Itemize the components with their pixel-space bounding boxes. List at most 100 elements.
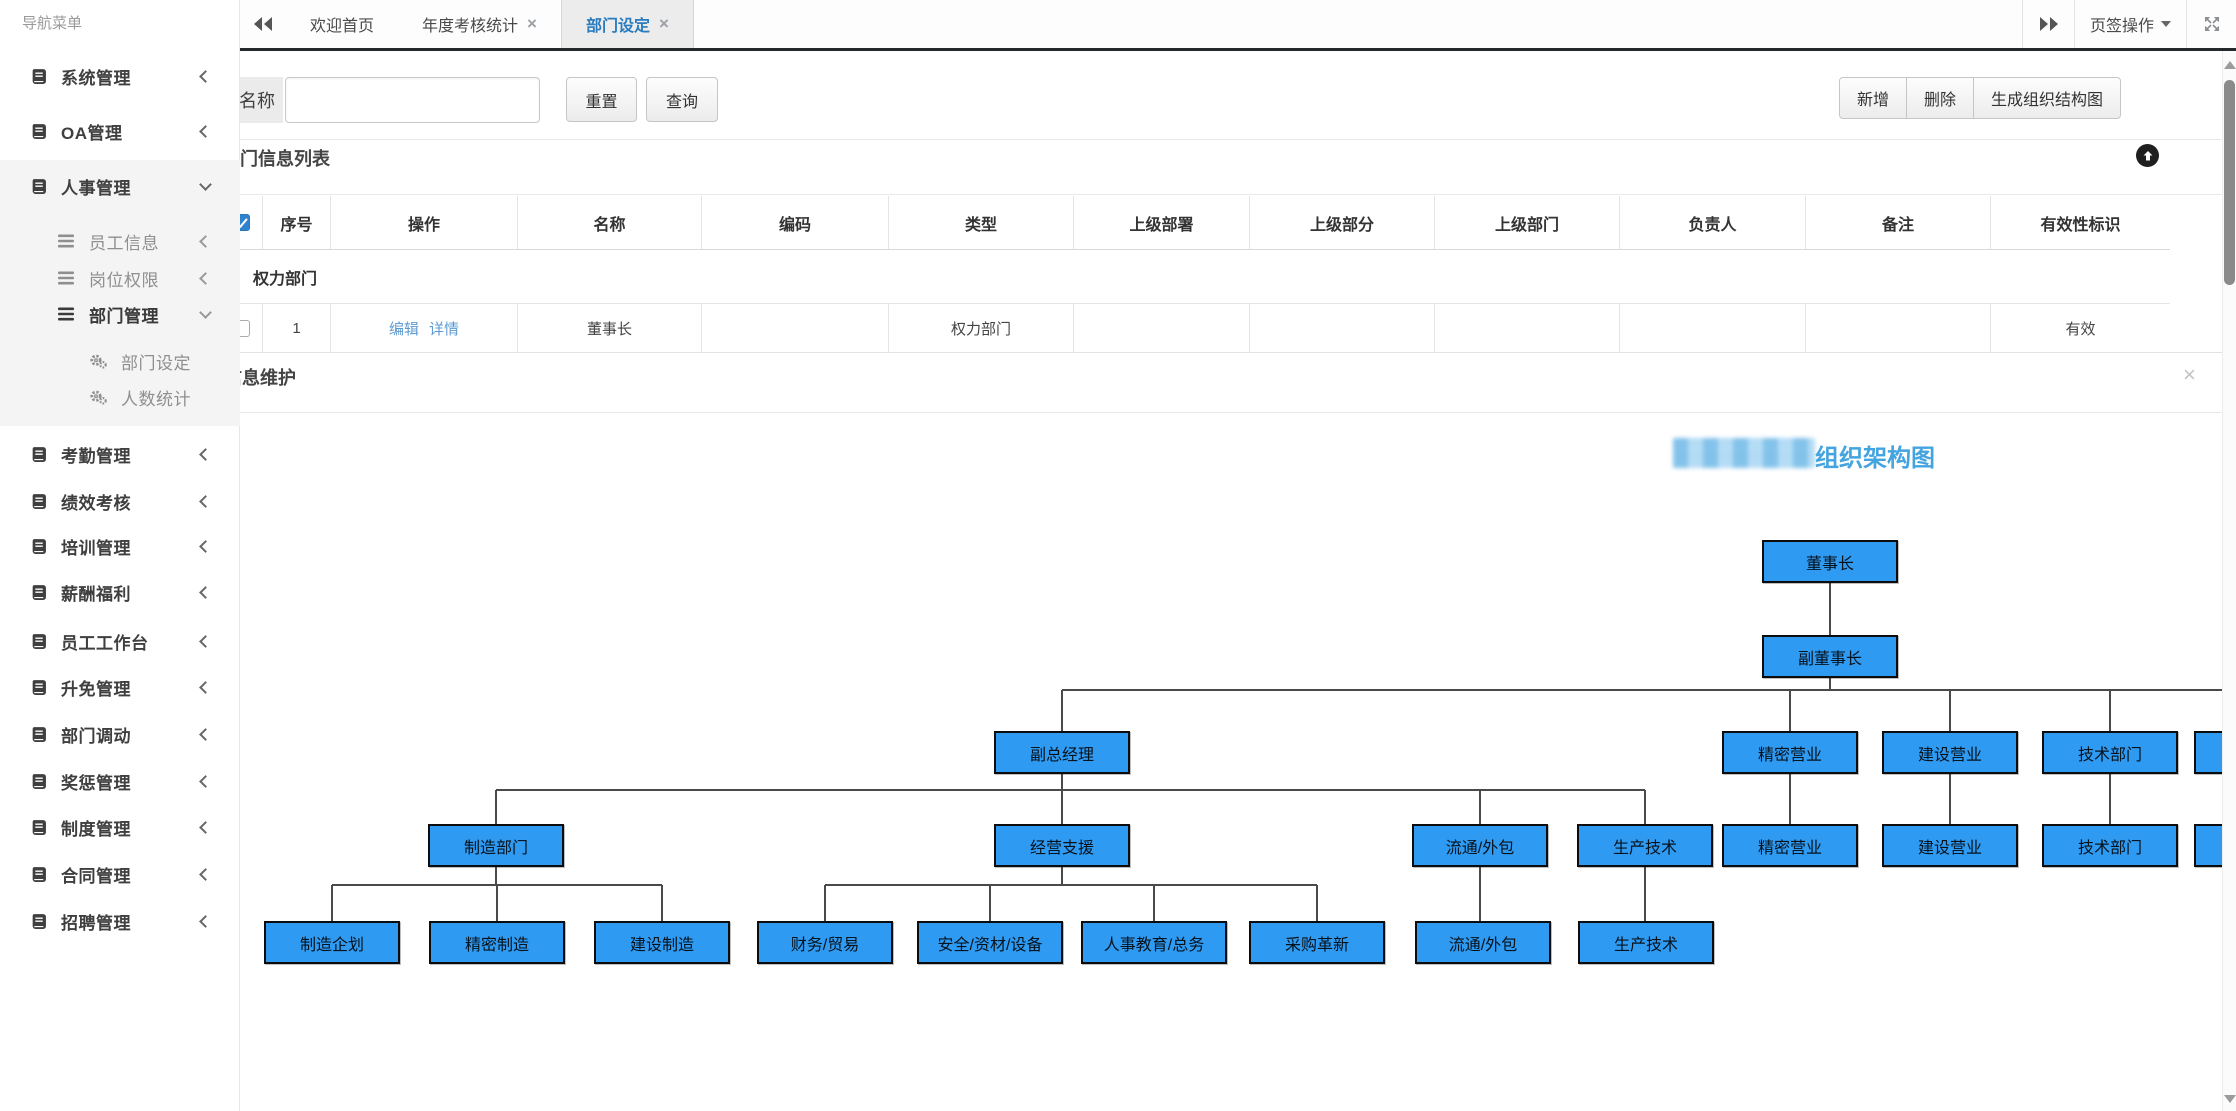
column-header-类型: 类型 bbox=[889, 196, 1074, 249]
tab-部门设定[interactable]: 部门设定× bbox=[560, 0, 694, 48]
book-icon bbox=[28, 68, 48, 85]
chevron-left-icon bbox=[199, 634, 212, 648]
cell-上级部门 bbox=[1435, 304, 1620, 352]
org-node-精密营业: 精密营业 bbox=[1722, 824, 1858, 867]
org-node-制造部门: 制造部门 bbox=[428, 824, 564, 867]
sidebar-item-label: 员工信息 bbox=[89, 233, 159, 253]
add-button[interactable]: 新增 bbox=[1840, 78, 1906, 118]
scrollbar-up-arrow-icon[interactable] bbox=[2224, 61, 2236, 69]
sidebar-item-部门调动[interactable]: 部门调动 bbox=[0, 716, 240, 752]
sidebar-item-label: 人数统计 bbox=[121, 389, 191, 409]
generate-org-chart-button[interactable]: 生成组织结构图 bbox=[1973, 78, 2120, 118]
sidebar-title: 导航菜单 bbox=[22, 15, 83, 32]
column-header-负责人: 负责人 bbox=[1620, 196, 1806, 249]
column-header-上级部署: 上级部署 bbox=[1074, 196, 1250, 249]
cell-名称: 董事长 bbox=[518, 304, 702, 352]
chevron-left-icon bbox=[199, 820, 212, 834]
sidebar-open-group-background bbox=[0, 160, 240, 426]
tab-label: 欢迎首页 bbox=[310, 18, 375, 35]
sidebar-item-label: 部门管理 bbox=[89, 306, 159, 326]
tab-label: 年度考核统计 bbox=[422, 18, 519, 35]
bars-icon bbox=[56, 234, 76, 248]
org-node-安全/资材/设备: 安全/资材/设备 bbox=[917, 921, 1063, 964]
详情-link[interactable]: 详情 bbox=[429, 320, 460, 338]
sidebar-item-label: 部门调动 bbox=[61, 726, 131, 746]
org-node-精密营业: 精密营业 bbox=[1722, 731, 1858, 774]
sidebar-item-制度管理[interactable]: 制度管理 bbox=[0, 809, 240, 845]
sidebar-item-考勤管理[interactable]: 考勤管理 bbox=[0, 436, 240, 472]
tab-close-icon[interactable]: × bbox=[527, 14, 537, 33]
sidebar-item-员工信息[interactable]: 员工信息 bbox=[0, 223, 240, 259]
fullscreen-button[interactable] bbox=[2186, 0, 2236, 48]
tab-operations-label: 页签操作 bbox=[2089, 18, 2154, 35]
tab-欢迎首页[interactable]: 欢迎首页 bbox=[286, 0, 398, 48]
vertical-scrollbar[interactable] bbox=[2222, 51, 2236, 1111]
book-icon bbox=[28, 913, 48, 930]
tabs-scroll-left-button[interactable] bbox=[240, 0, 286, 48]
column-header-上级部分: 上级部分 bbox=[1250, 196, 1435, 249]
sidebar: 导航菜单 系统管理 OA管理人事管理员工信息岗位权限部门管理部门设定人数统计考勤管… bbox=[0, 0, 240, 1111]
tab-年度考核统计[interactable]: 年度考核统计 × bbox=[398, 0, 561, 48]
cell-上级部分 bbox=[1250, 304, 1435, 352]
sidebar-item-奖惩管理[interactable]: 奖惩管理 bbox=[0, 763, 240, 799]
tab-close-icon[interactable]: × bbox=[658, 14, 669, 33]
org-chart-title: 组织架构图 bbox=[1815, 445, 1935, 472]
tabs-scroll-right-button[interactable] bbox=[2022, 0, 2074, 48]
org-node-生产技术: 生产技术 bbox=[1577, 824, 1713, 867]
arrow-up-circle-icon bbox=[2143, 150, 2152, 160]
org-node-副董事长: 副董事长 bbox=[1762, 635, 1898, 678]
sidebar-item-薪酬福利[interactable]: 薪酬福利 bbox=[0, 574, 240, 610]
tabbar-right-controls: 页签操作 bbox=[2022, 0, 2236, 48]
double-chevron-left-icon bbox=[254, 17, 272, 31]
sidebar-item-合同管理[interactable]: 合同管理 bbox=[0, 856, 240, 892]
sidebar-item-label: 合同管理 bbox=[61, 866, 131, 886]
chevron-left-icon bbox=[199, 867, 212, 881]
scrollbar-thumb[interactable] bbox=[2224, 80, 2235, 285]
caret-down-icon bbox=[2161, 21, 2171, 27]
reset-button[interactable]: 重置 bbox=[566, 77, 637, 122]
sidebar-item-label: 绩效考核 bbox=[61, 493, 131, 513]
tab-operations-dropdown[interactable]: 页签操作 bbox=[2074, 0, 2186, 48]
sidebar-item-绩效考核[interactable]: 绩效考核 bbox=[0, 483, 240, 519]
sidebar-item-岗位权限[interactable]: 岗位权限 bbox=[0, 260, 240, 296]
sidebar-item-OA管理[interactable]: OA管理 bbox=[0, 113, 240, 149]
sidebar-item-升免管理[interactable]: 升免管理 bbox=[0, 669, 240, 705]
sidebar-item-系统管理[interactable]: 系统管理 bbox=[0, 58, 240, 94]
column-header-编码: 编码 bbox=[702, 196, 889, 249]
double-chevron-right-icon bbox=[2039, 17, 2058, 31]
org-node-制造企划: 制造企划 bbox=[264, 921, 400, 964]
sidebar-item-人事管理[interactable]: 人事管理 bbox=[0, 168, 240, 204]
sidebar-item-部门管理[interactable]: 部门管理 bbox=[0, 296, 240, 332]
query-button[interactable]: 查询 bbox=[646, 77, 718, 122]
sidebar-item-部门设定[interactable]: 部门设定 bbox=[0, 343, 240, 379]
sidebar-item-label: 奖惩管理 bbox=[61, 773, 131, 793]
org-node-建设营业: 建设营业 bbox=[1882, 824, 2018, 867]
sidebar-item-label: OA管理 bbox=[61, 123, 123, 143]
cell-类型: 权力部门 bbox=[889, 304, 1074, 352]
sidebar-item-员工工作台[interactable]: 员工工作台 bbox=[0, 623, 240, 659]
close-icon[interactable]: × bbox=[2183, 362, 2196, 387]
chevron-left-icon bbox=[199, 774, 212, 788]
sidebar-item-label: 薪酬福利 bbox=[61, 584, 131, 604]
sidebar-item-label: 部门设定 bbox=[121, 353, 191, 373]
search-input[interactable] bbox=[285, 77, 540, 123]
tab-bar: 欢迎首页年度考核统计×部门设定× 页签操作 bbox=[240, 0, 2236, 51]
book-icon bbox=[28, 866, 48, 883]
chevron-left-icon bbox=[199, 539, 212, 553]
collapse-panel-button[interactable] bbox=[2136, 144, 2159, 167]
table-header-row: 序号操作名称编码类型上级部署上级部分上级部门负责人备注有效性标识 bbox=[225, 196, 2170, 250]
org-node-精密制造: 精密制造 bbox=[429, 921, 565, 964]
sidebar-item-人数统计[interactable]: 人数统计 bbox=[0, 379, 240, 415]
sidebar-item-培训管理[interactable]: 培训管理 bbox=[0, 528, 240, 564]
sidebar-item-招聘管理[interactable]: 招聘管理 bbox=[0, 903, 240, 939]
book-icon bbox=[28, 538, 48, 555]
org-node-技术部门: 技术部门 bbox=[2042, 824, 2178, 867]
编辑-link[interactable]: 编辑 bbox=[388, 320, 419, 338]
scrollbar-down-arrow-icon[interactable] bbox=[2224, 1095, 2236, 1103]
delete-button[interactable]: 删除 bbox=[1906, 78, 1973, 118]
book-icon bbox=[28, 446, 48, 463]
cell-操作: 编辑详情 bbox=[331, 304, 518, 352]
